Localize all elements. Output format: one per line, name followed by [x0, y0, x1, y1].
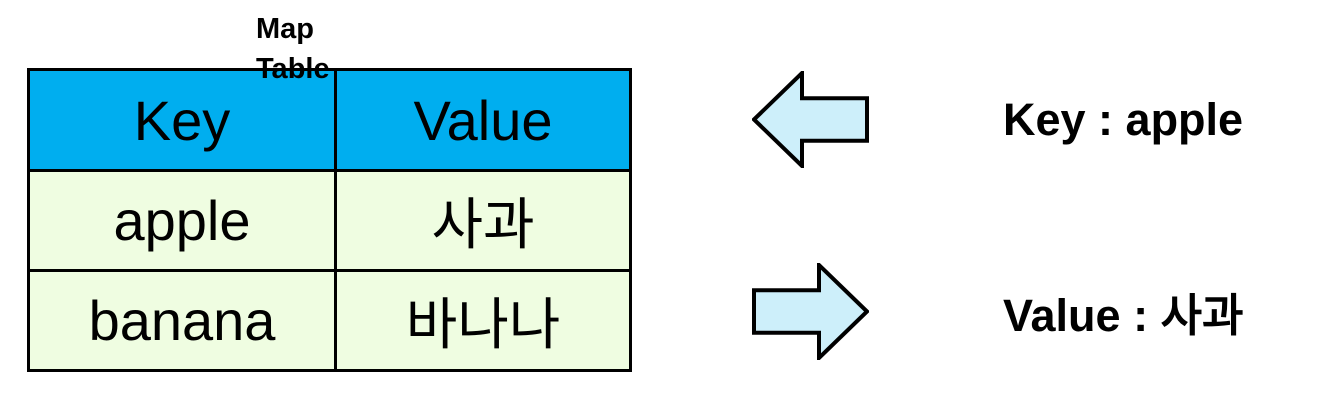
table-cell-apple-key: apple: [26, 169, 338, 272]
table-row: apple 사과: [26, 169, 632, 272]
key-annotation: Key : apple: [1003, 94, 1244, 145]
table-row: banana 바나나: [26, 269, 632, 372]
value-annotation: Value : 사과: [1003, 290, 1244, 341]
table-header-key: Key: [26, 68, 338, 172]
map-table: Key Value apple 사과 banana 바나나: [26, 68, 632, 372]
map-table-label-line2: Table: [256, 53, 330, 85]
table-cell-banana-value: 바나나: [334, 269, 632, 372]
table-header-value: Value: [334, 68, 632, 172]
right-block-arrow-icon: [752, 263, 869, 360]
table-header-row: Key Value: [26, 68, 632, 172]
table-cell-banana-key: banana: [26, 269, 338, 372]
table-cell-apple-value: 사과: [334, 169, 632, 272]
left-block-arrow-icon: [752, 71, 869, 168]
map-table-label-line1: Map: [256, 13, 314, 45]
map-table-label: Map Table: [256, 9, 330, 89]
